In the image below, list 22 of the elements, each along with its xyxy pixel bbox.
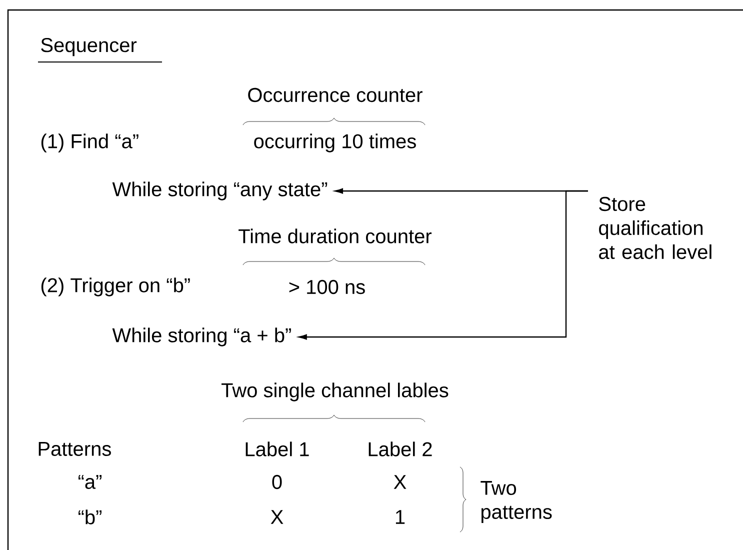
label: > 100 ns xyxy=(289,280,365,294)
arrow xyxy=(298,190,588,340)
label: Label 2 xyxy=(368,442,432,456)
label: X xyxy=(270,510,284,524)
label: “b” xyxy=(78,510,102,524)
statement-text: While storing “a + b” xyxy=(112,328,291,346)
label: Time duration counter xyxy=(238,228,432,244)
label: Two patterns xyxy=(480,481,552,523)
label: X xyxy=(394,475,406,489)
label: occurring 10 times xyxy=(254,134,416,152)
annotation-text: Store qualification at each level xyxy=(599,196,712,260)
label: Patterns xyxy=(38,442,111,456)
label: 1 xyxy=(396,510,405,524)
label: 0 xyxy=(272,474,282,490)
label: (2) Trigger on “b” xyxy=(41,278,190,296)
label: (1) Find “a” xyxy=(41,134,138,152)
label: “a” xyxy=(78,475,102,489)
label: Label 1 xyxy=(246,442,309,456)
statement-text: While storing “any state” xyxy=(112,182,328,200)
title: Sequencer xyxy=(41,38,137,56)
label: Occurrence counter xyxy=(248,88,422,102)
label: Two single channel lables xyxy=(222,382,448,402)
